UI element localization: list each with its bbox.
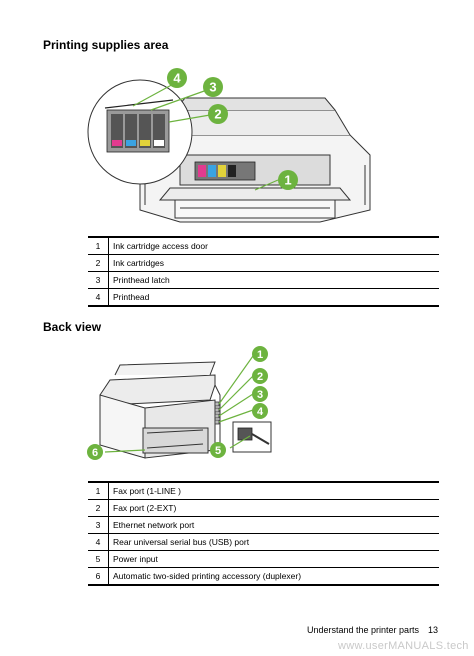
- svg-text:3: 3: [209, 80, 216, 95]
- svg-text:1: 1: [284, 173, 291, 188]
- back-view-illustration: 1 2 3 4 5 6: [87, 346, 272, 460]
- callout-6: 6: [87, 444, 103, 460]
- callout-5: 5: [210, 442, 226, 458]
- page-number: 13: [428, 625, 439, 635]
- callout-4: 4: [252, 403, 268, 419]
- svg-text:1: 1: [257, 349, 263, 361]
- printing-supplies-illustration: 4 3 2 1: [87, 68, 371, 223]
- callout-2: 2: [252, 368, 268, 384]
- callout-4: 4: [167, 68, 187, 88]
- watermark: www.userMANUALS.tech: [338, 640, 469, 652]
- svg-text:4: 4: [173, 71, 181, 86]
- section-title-back-view: Back view: [43, 320, 102, 334]
- svg-text:5: 5: [215, 445, 221, 457]
- svg-text:6: 6: [92, 447, 98, 459]
- svg-text:3: 3: [257, 389, 263, 401]
- section-title-printing-supplies: Printing supplies area: [43, 38, 169, 52]
- svg-text:2: 2: [257, 371, 263, 383]
- footer-chapter-title: Understand the printer parts: [307, 625, 420, 635]
- callout-1: 1: [252, 346, 268, 362]
- callout-3: 3: [252, 386, 268, 402]
- svg-text:2: 2: [214, 107, 221, 122]
- svg-text:4: 4: [257, 406, 264, 418]
- callout-1: 1: [278, 170, 298, 190]
- callout-2: 2: [208, 104, 228, 124]
- callout-3: 3: [203, 77, 223, 97]
